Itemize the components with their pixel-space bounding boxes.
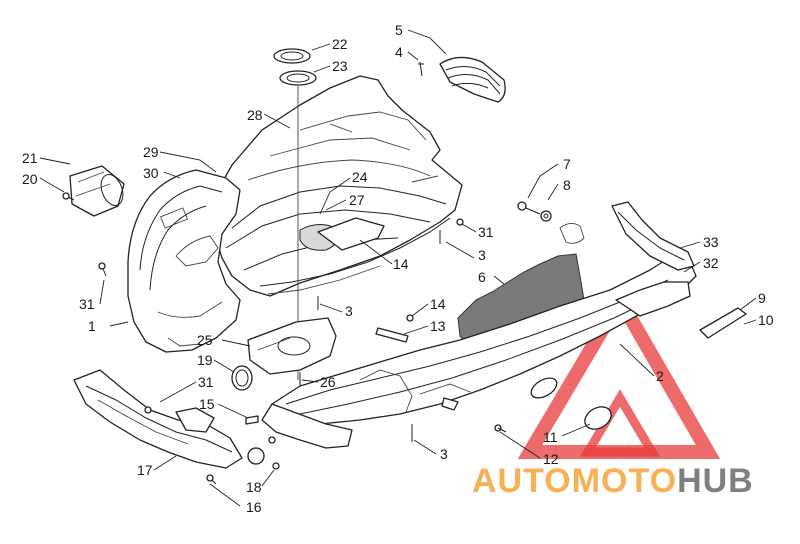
part-25-bracket bbox=[247, 317, 337, 375]
callout-25: 25 bbox=[197, 332, 213, 348]
callout-6: 6 bbox=[478, 269, 486, 285]
callout-14-upper: 14 bbox=[393, 256, 409, 272]
part-7-8-fastener bbox=[517, 201, 585, 244]
part-2-tunnel-lower bbox=[261, 255, 697, 449]
watermark-logo: AUTOMOTOHUB bbox=[472, 462, 754, 500]
callout-24: 24 bbox=[352, 169, 368, 185]
callout-26: 26 bbox=[320, 374, 336, 390]
callout-22: 22 bbox=[332, 36, 348, 52]
watermark-text-automoto: AUTOMOTO bbox=[472, 462, 678, 500]
callout-31-lower: 31 bbox=[198, 374, 214, 390]
callout-3-center: 3 bbox=[345, 303, 353, 319]
callout-1: 1 bbox=[88, 318, 96, 334]
part-9-10-strip bbox=[699, 307, 747, 339]
watermark-text-hub: HUB bbox=[677, 462, 754, 500]
part-33-32-side-rail bbox=[611, 201, 695, 317]
callout-29: 29 bbox=[143, 144, 159, 160]
callout-3-lower: 3 bbox=[440, 446, 448, 462]
callout-21: 21 bbox=[22, 150, 38, 166]
callout-13: 13 bbox=[430, 318, 446, 334]
callout-7: 7 bbox=[563, 156, 571, 172]
callout-20: 20 bbox=[22, 171, 38, 187]
callout-23: 23 bbox=[332, 58, 348, 74]
callout-18: 18 bbox=[246, 479, 262, 495]
part-17-lower-shell bbox=[73, 369, 243, 469]
callout-27: 27 bbox=[349, 192, 365, 208]
callout-15: 15 bbox=[199, 396, 215, 412]
callout-8: 8 bbox=[563, 177, 571, 193]
callout-3-upper: 3 bbox=[478, 247, 486, 263]
part-5-vent-grille bbox=[439, 56, 506, 103]
part-1-left-side-panel bbox=[127, 169, 241, 353]
callout-12: 12 bbox=[543, 451, 559, 467]
callout-9: 9 bbox=[758, 290, 766, 306]
callout-31-upper: 31 bbox=[478, 224, 494, 240]
leader-lines bbox=[39, 29, 757, 507]
callout-2: 2 bbox=[656, 368, 664, 384]
part-19-clamp bbox=[231, 365, 253, 391]
callout-32: 32 bbox=[703, 255, 719, 271]
callout-33: 33 bbox=[703, 234, 719, 250]
callout-16: 16 bbox=[246, 499, 262, 515]
callout-4: 4 bbox=[395, 44, 403, 60]
callout-19: 19 bbox=[197, 352, 213, 368]
callout-30: 30 bbox=[143, 165, 159, 181]
part-11-plug bbox=[584, 406, 612, 430]
callout-31-left: 31 bbox=[79, 296, 95, 312]
part-22-23-grommets bbox=[273, 48, 317, 86]
callout-5: 5 bbox=[395, 22, 403, 38]
callout-17: 17 bbox=[137, 462, 153, 478]
callout-11: 11 bbox=[543, 429, 558, 445]
hardware-fasteners bbox=[62, 61, 507, 485]
callout-28: 28 bbox=[247, 107, 263, 123]
part-21-air-duct bbox=[69, 165, 125, 217]
callout-10: 10 bbox=[758, 312, 774, 328]
callout-14-lower: 14 bbox=[430, 296, 446, 312]
